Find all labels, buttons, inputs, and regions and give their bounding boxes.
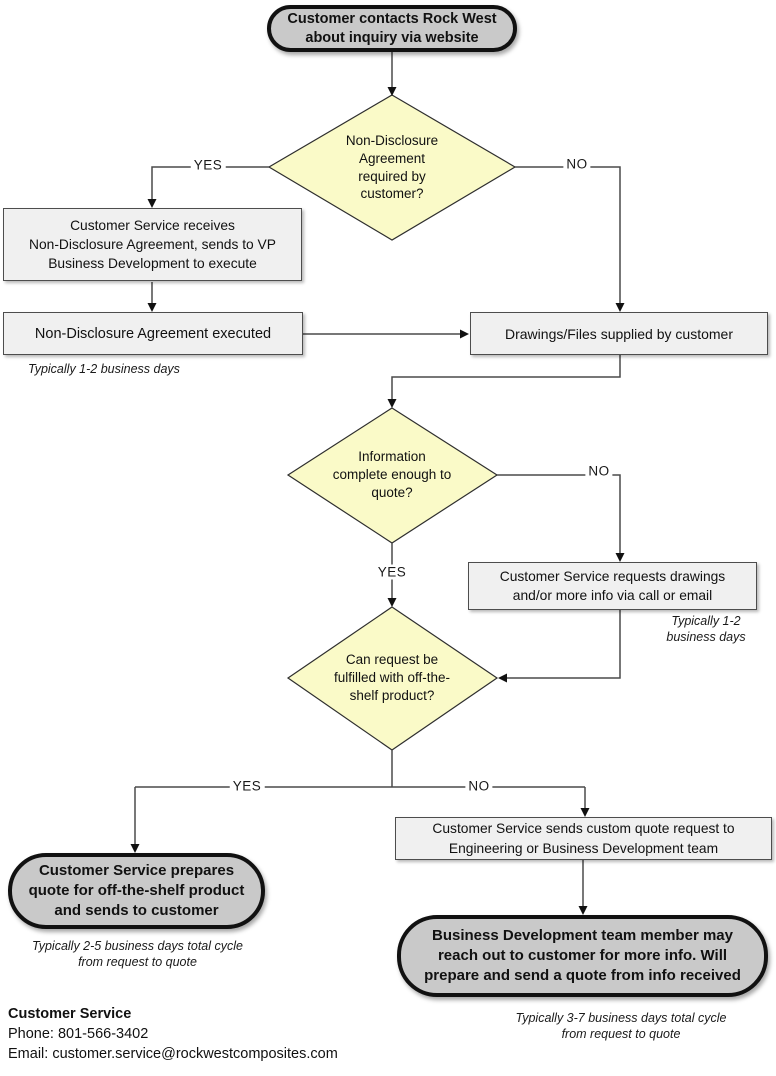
edge-nda-yes: [147, 166, 269, 208]
decision-nda-label: Non-Disclosure Agreement required by cus…: [345, 132, 439, 202]
start-terminator: Customer contacts Rock West about inquir…: [267, 5, 517, 52]
edge-nda-no: [515, 166, 625, 312]
edge-requests-to-shelf: [498, 610, 621, 683]
nda-duration-note: Typically 1-2 business days: [28, 362, 180, 376]
nda-receive-process: Customer Service receives Non-Disclosure…: [3, 208, 302, 281]
edge-drawings-to-info: [387, 355, 621, 408]
info-no-label: NO: [585, 463, 613, 479]
off-the-shelf-quote-terminator: Customer Service prepares quote for off-…: [8, 853, 265, 929]
decision-nda-diamond: [267, 94, 517, 241]
nda-no-label: NO: [563, 156, 591, 172]
decision-info-label: Information complete enough to quote?: [332, 449, 452, 500]
contact-title: Customer Service: [8, 1006, 132, 1022]
edge-info-no: [497, 474, 625, 562]
decision-shelf-label: Can request be fulfilled with off-the- s…: [333, 652, 451, 703]
business-development-quote-terminator: Business Development team member may rea…: [397, 915, 768, 997]
nda-executed-process: Non-Disclosure Agreement executed: [3, 312, 303, 355]
ots-duration-note: Typically 2-5 business days total cycle …: [32, 939, 243, 969]
custom-quote-request-process: Customer Service sends custom quote requ…: [395, 817, 772, 860]
bd-duration-note: Typically 3-7 business days total cycle …: [515, 1011, 727, 1041]
contact-block: Customer Service Phone: 801-566-3402 Ema…: [8, 1004, 338, 1064]
requests-info-process: Customer Service requests drawings and/o…: [468, 562, 757, 610]
drawings-supplied-process: Drawings/Files supplied by customer: [470, 312, 768, 355]
shelf-yes-label: YES: [229, 778, 265, 794]
nda-yes-label: YES: [190, 157, 226, 173]
info-yes-label: YES: [374, 564, 410, 580]
contact-email: Email: customer.service@rockwestcomposit…: [8, 1046, 338, 1062]
shelf-no-label: NO: [465, 778, 493, 794]
requests-duration-note: Typically 1-2 business days: [666, 614, 746, 644]
contact-phone: Phone: 801-566-3402: [8, 1026, 149, 1042]
